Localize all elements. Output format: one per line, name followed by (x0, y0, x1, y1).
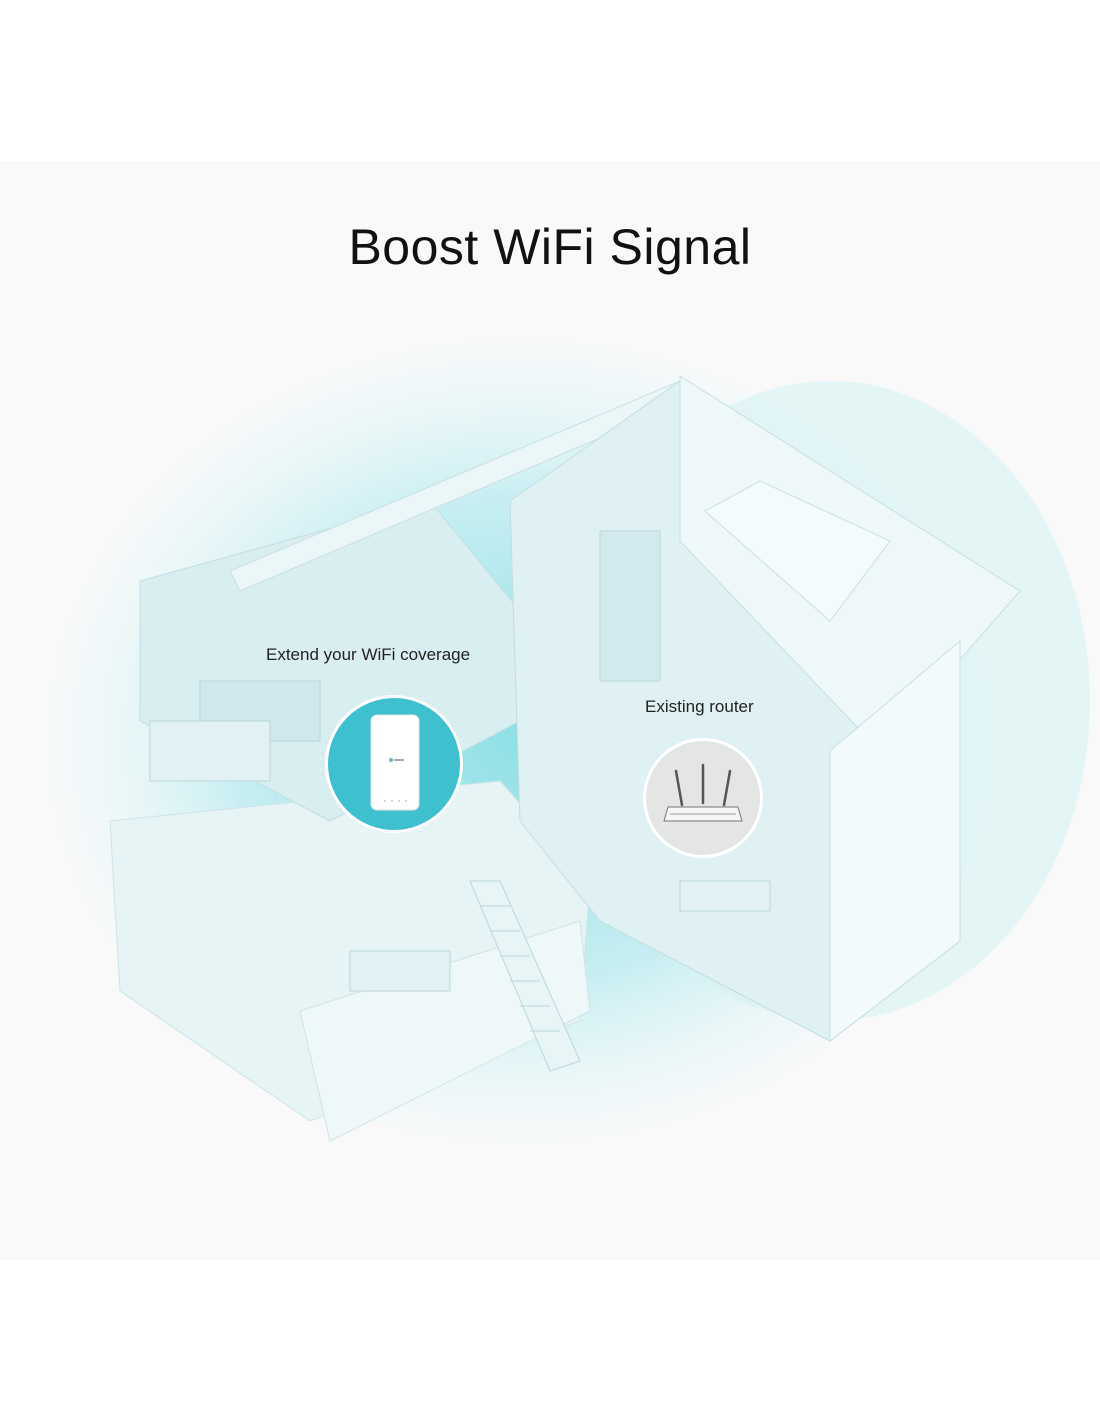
staircase (469, 880, 581, 1072)
range-extender-icon (325, 695, 463, 833)
house-illustration (50, 341, 1090, 1142)
router-label: Existing router (645, 697, 754, 716)
page-title: Boost WiFi Signal (348, 219, 752, 275)
dormer (704, 480, 891, 622)
router-icon (643, 738, 763, 858)
extender-label: Extend your WiFi coverage (266, 645, 471, 664)
